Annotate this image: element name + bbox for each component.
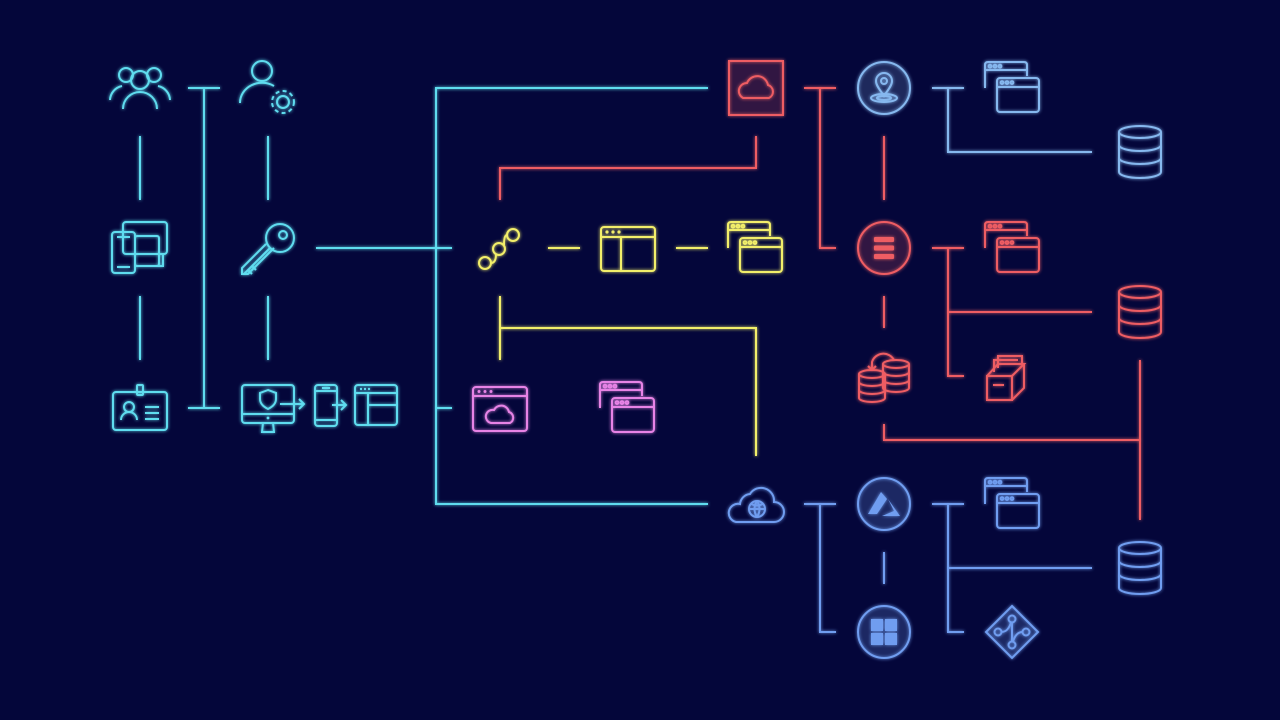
windows-stack-icon bbox=[984, 221, 1040, 273]
mobile-export-icon bbox=[314, 384, 348, 427]
database-icon bbox=[1118, 541, 1162, 595]
database-icon bbox=[1118, 125, 1162, 179]
connector-blue bbox=[804, 503, 1092, 633]
azure-logo-icon bbox=[857, 477, 911, 531]
id-badge-icon bbox=[112, 384, 168, 431]
cloud-web-icon bbox=[727, 486, 785, 523]
windows-stack-icon bbox=[984, 61, 1040, 113]
database-sync-icon bbox=[858, 352, 910, 403]
database-icon bbox=[1118, 285, 1162, 339]
connector-red bbox=[499, 87, 1141, 520]
connector-cyan bbox=[139, 87, 708, 505]
connector-yellow bbox=[499, 247, 757, 456]
windows-logo-icon bbox=[857, 605, 911, 659]
cloud-window-icon bbox=[472, 386, 528, 432]
location-pin-icon bbox=[857, 61, 911, 115]
workflow-icon bbox=[478, 228, 520, 270]
list-circle-icon bbox=[857, 221, 911, 275]
storage-box-icon bbox=[986, 355, 1027, 401]
windows-stack-icon bbox=[984, 477, 1040, 529]
user-settings-icon bbox=[238, 60, 295, 114]
git-diamond-icon bbox=[984, 604, 1040, 660]
users-group-icon bbox=[109, 67, 171, 110]
layout-window-icon bbox=[354, 384, 398, 426]
devices-icon bbox=[111, 221, 168, 274]
key-icon bbox=[241, 223, 295, 275]
secure-monitor-icon bbox=[241, 384, 306, 433]
windows-stack-icon bbox=[727, 221, 783, 273]
windows-stack-icon bbox=[599, 381, 655, 433]
connector-steel bbox=[932, 87, 1092, 153]
split-window-icon bbox=[600, 226, 656, 272]
cloud-square-icon bbox=[728, 60, 784, 116]
